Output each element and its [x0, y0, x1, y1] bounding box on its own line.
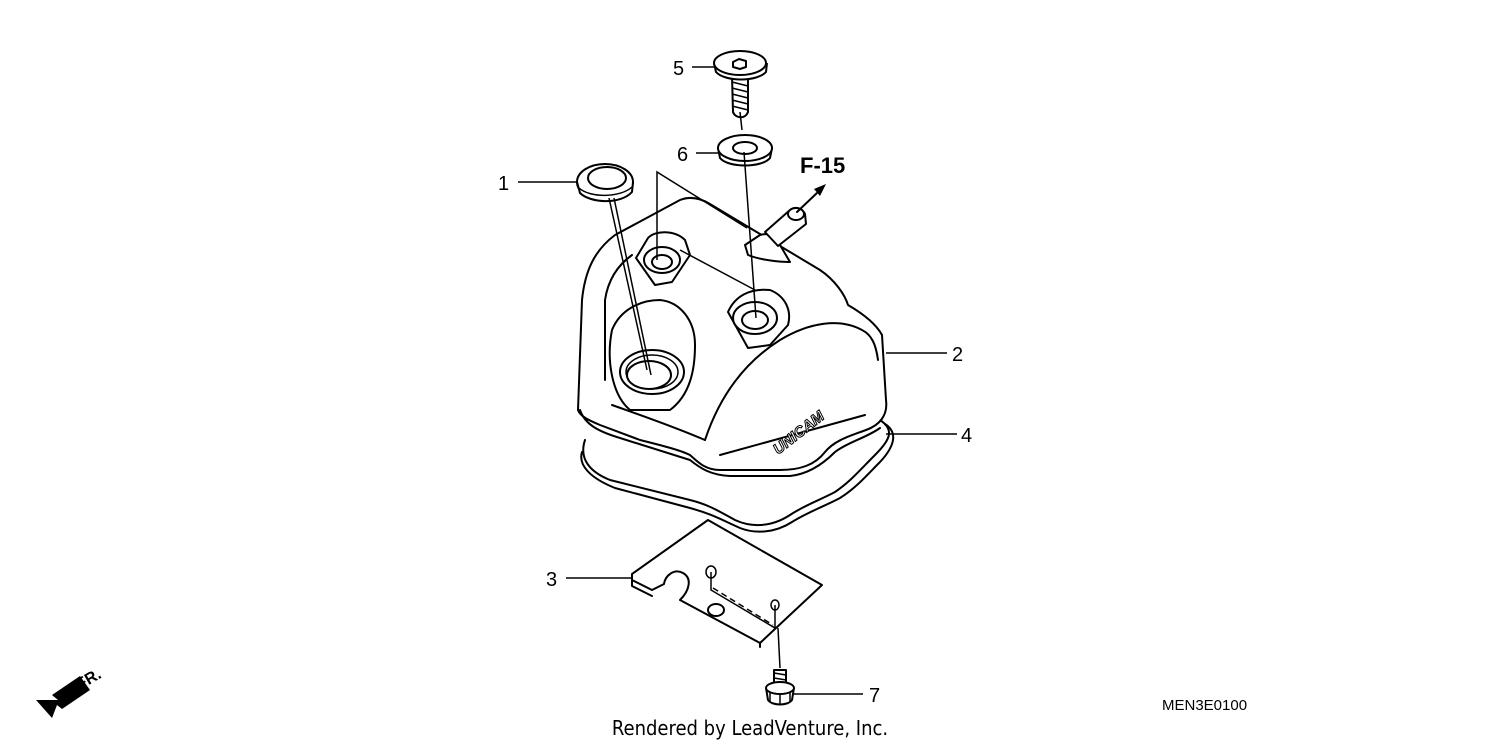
callout-4: 4 — [961, 425, 972, 447]
front-direction-indicator: FR. — [36, 666, 104, 718]
plate[interactable] — [631, 519, 823, 648]
callout-6: 6 — [677, 144, 688, 166]
callout-2: 2 — [952, 344, 963, 366]
cover-gasket[interactable] — [580, 419, 895, 533]
diagram-code: MEN3E0100 — [1162, 697, 1248, 714]
callout-7: 7 — [869, 685, 880, 707]
assembly-lines — [518, 66, 957, 695]
flange-bolt[interactable] — [765, 669, 795, 706]
reference-label[interactable]: F-15 — [800, 153, 845, 178]
render-credit: Rendered by LeadVenture, Inc. — [611, 716, 889, 740]
callout-3: 3 — [546, 569, 557, 591]
bolt[interactable] — [713, 50, 768, 119]
front-arrow-icon — [36, 676, 90, 718]
cylinder-head-cover[interactable]: UNICAM — [577, 196, 888, 477]
callout-1: 1 — [498, 173, 509, 195]
grommet[interactable] — [576, 163, 634, 203]
callout-5: 5 — [673, 58, 684, 80]
